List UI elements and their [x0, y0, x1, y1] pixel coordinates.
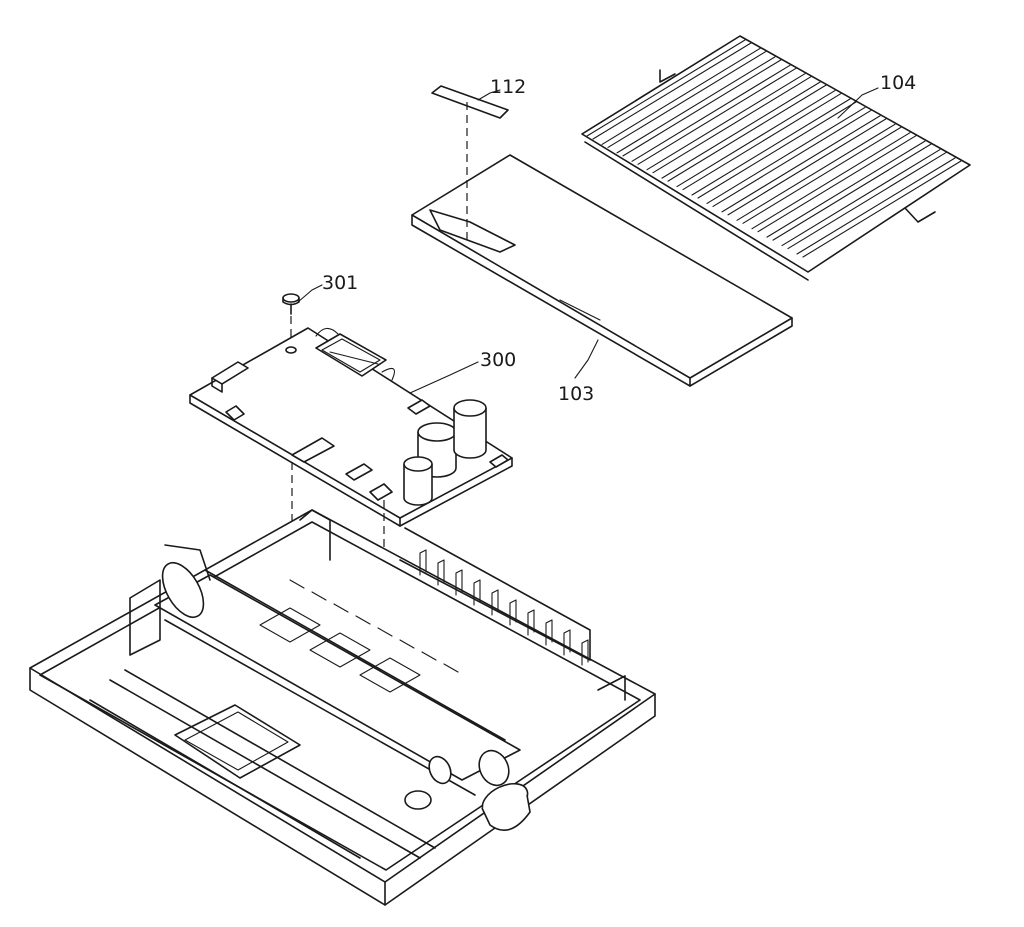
tray-rib — [601, 47, 767, 148]
tray-rib — [781, 149, 947, 250]
tray-rib — [691, 98, 857, 199]
base-rib — [419, 549, 427, 576]
tray-rib — [631, 64, 797, 165]
platen-grid-line — [377, 627, 393, 637]
part-103-cover-plate — [411, 154, 793, 387]
tray-rib — [721, 115, 887, 216]
platen-grid-line — [289, 579, 305, 589]
printer-base-assembly — [29, 509, 656, 906]
platen-grid-line — [443, 663, 459, 673]
base-rib — [545, 619, 553, 646]
platen-grid-line — [421, 651, 437, 661]
part-300-circuit-board — [189, 327, 513, 570]
platen-grid-line — [355, 615, 371, 625]
callout-301: 301 — [322, 272, 358, 294]
platen-knob — [404, 749, 531, 832]
tray-rib — [796, 157, 962, 258]
base-rib — [563, 629, 571, 656]
platen-grid-line — [311, 591, 327, 601]
tray-rib — [766, 140, 932, 241]
platen-grid-line — [399, 639, 415, 649]
base-rib — [509, 599, 517, 626]
tray-rib — [616, 56, 782, 157]
part-112-label-strip — [431, 85, 509, 240]
callout-103: 103 — [558, 383, 594, 405]
base-rib — [491, 589, 499, 616]
tray-rib — [751, 132, 917, 233]
tray-rib — [736, 123, 902, 224]
base-rib — [437, 559, 445, 586]
callout-300: 300 — [480, 349, 516, 371]
part-104-paper-tray — [581, 35, 971, 281]
callout-104: 104 — [880, 72, 916, 94]
platen-grid-line — [333, 603, 349, 613]
tray-rib — [706, 106, 872, 207]
base-rib — [473, 579, 481, 606]
tray-rib — [586, 39, 752, 140]
part-301-screw — [282, 293, 300, 346]
callout-112: 112 — [490, 76, 526, 98]
base-rib — [581, 639, 589, 666]
tray-rib — [661, 81, 827, 182]
callout-leaders — [297, 87, 879, 394]
base-rib — [455, 569, 463, 596]
tray-rib — [676, 90, 842, 191]
tray-rib — [646, 73, 812, 174]
base-rib — [527, 609, 535, 636]
